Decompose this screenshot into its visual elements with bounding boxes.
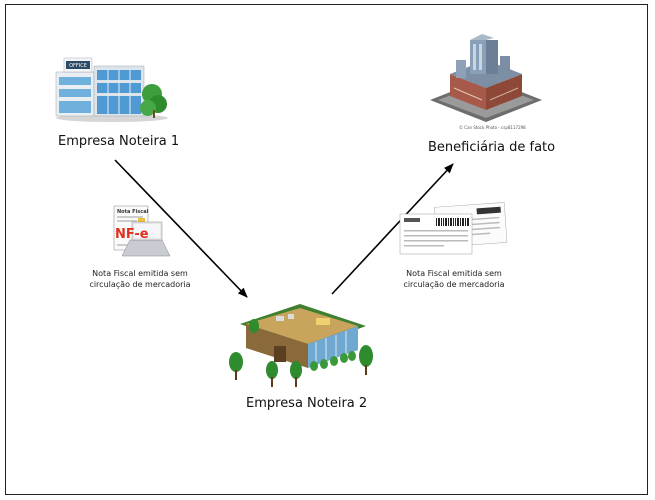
left-note-line1: Nota Fiscal emitida sem (92, 269, 188, 278)
arrow-empresa2-to-beneficiaria (331, 163, 454, 295)
factory-building-icon (430, 34, 542, 122)
right-note-caption: Nota Fiscal emitida sem circulação de me… (384, 268, 524, 290)
arrow-empresa1-to-empresa2 (114, 159, 248, 298)
doc-title: Nota Fiscal (117, 209, 149, 215)
image-credit: © Can Stock Photo - csp8117298 (459, 125, 526, 130)
warehouse-building-icon (229, 304, 373, 387)
right-note-line2: circulação de mercadoria (403, 280, 505, 289)
office-sign: OFFICE (69, 63, 87, 69)
empresa-noteira-2-label: Empresa Noteira 2 (246, 396, 368, 411)
invoice-documents-icon (399, 202, 508, 255)
nfe-laptop-icon: Nota Fiscal NF-e (113, 205, 171, 257)
right-note-line1: Nota Fiscal emitida sem (406, 269, 502, 278)
left-note-caption: Nota Fiscal emitida sem circulação de me… (70, 268, 210, 290)
left-note-line2: circulação de mercadoria (89, 280, 191, 289)
beneficiaria-label: Beneficiária de fato (428, 140, 556, 155)
empresa-noteira-1-label: Empresa Noteira 1 (58, 134, 180, 149)
office-building-icon: OFFICE (55, 57, 168, 122)
nfe-badge: NF-e (115, 227, 149, 242)
